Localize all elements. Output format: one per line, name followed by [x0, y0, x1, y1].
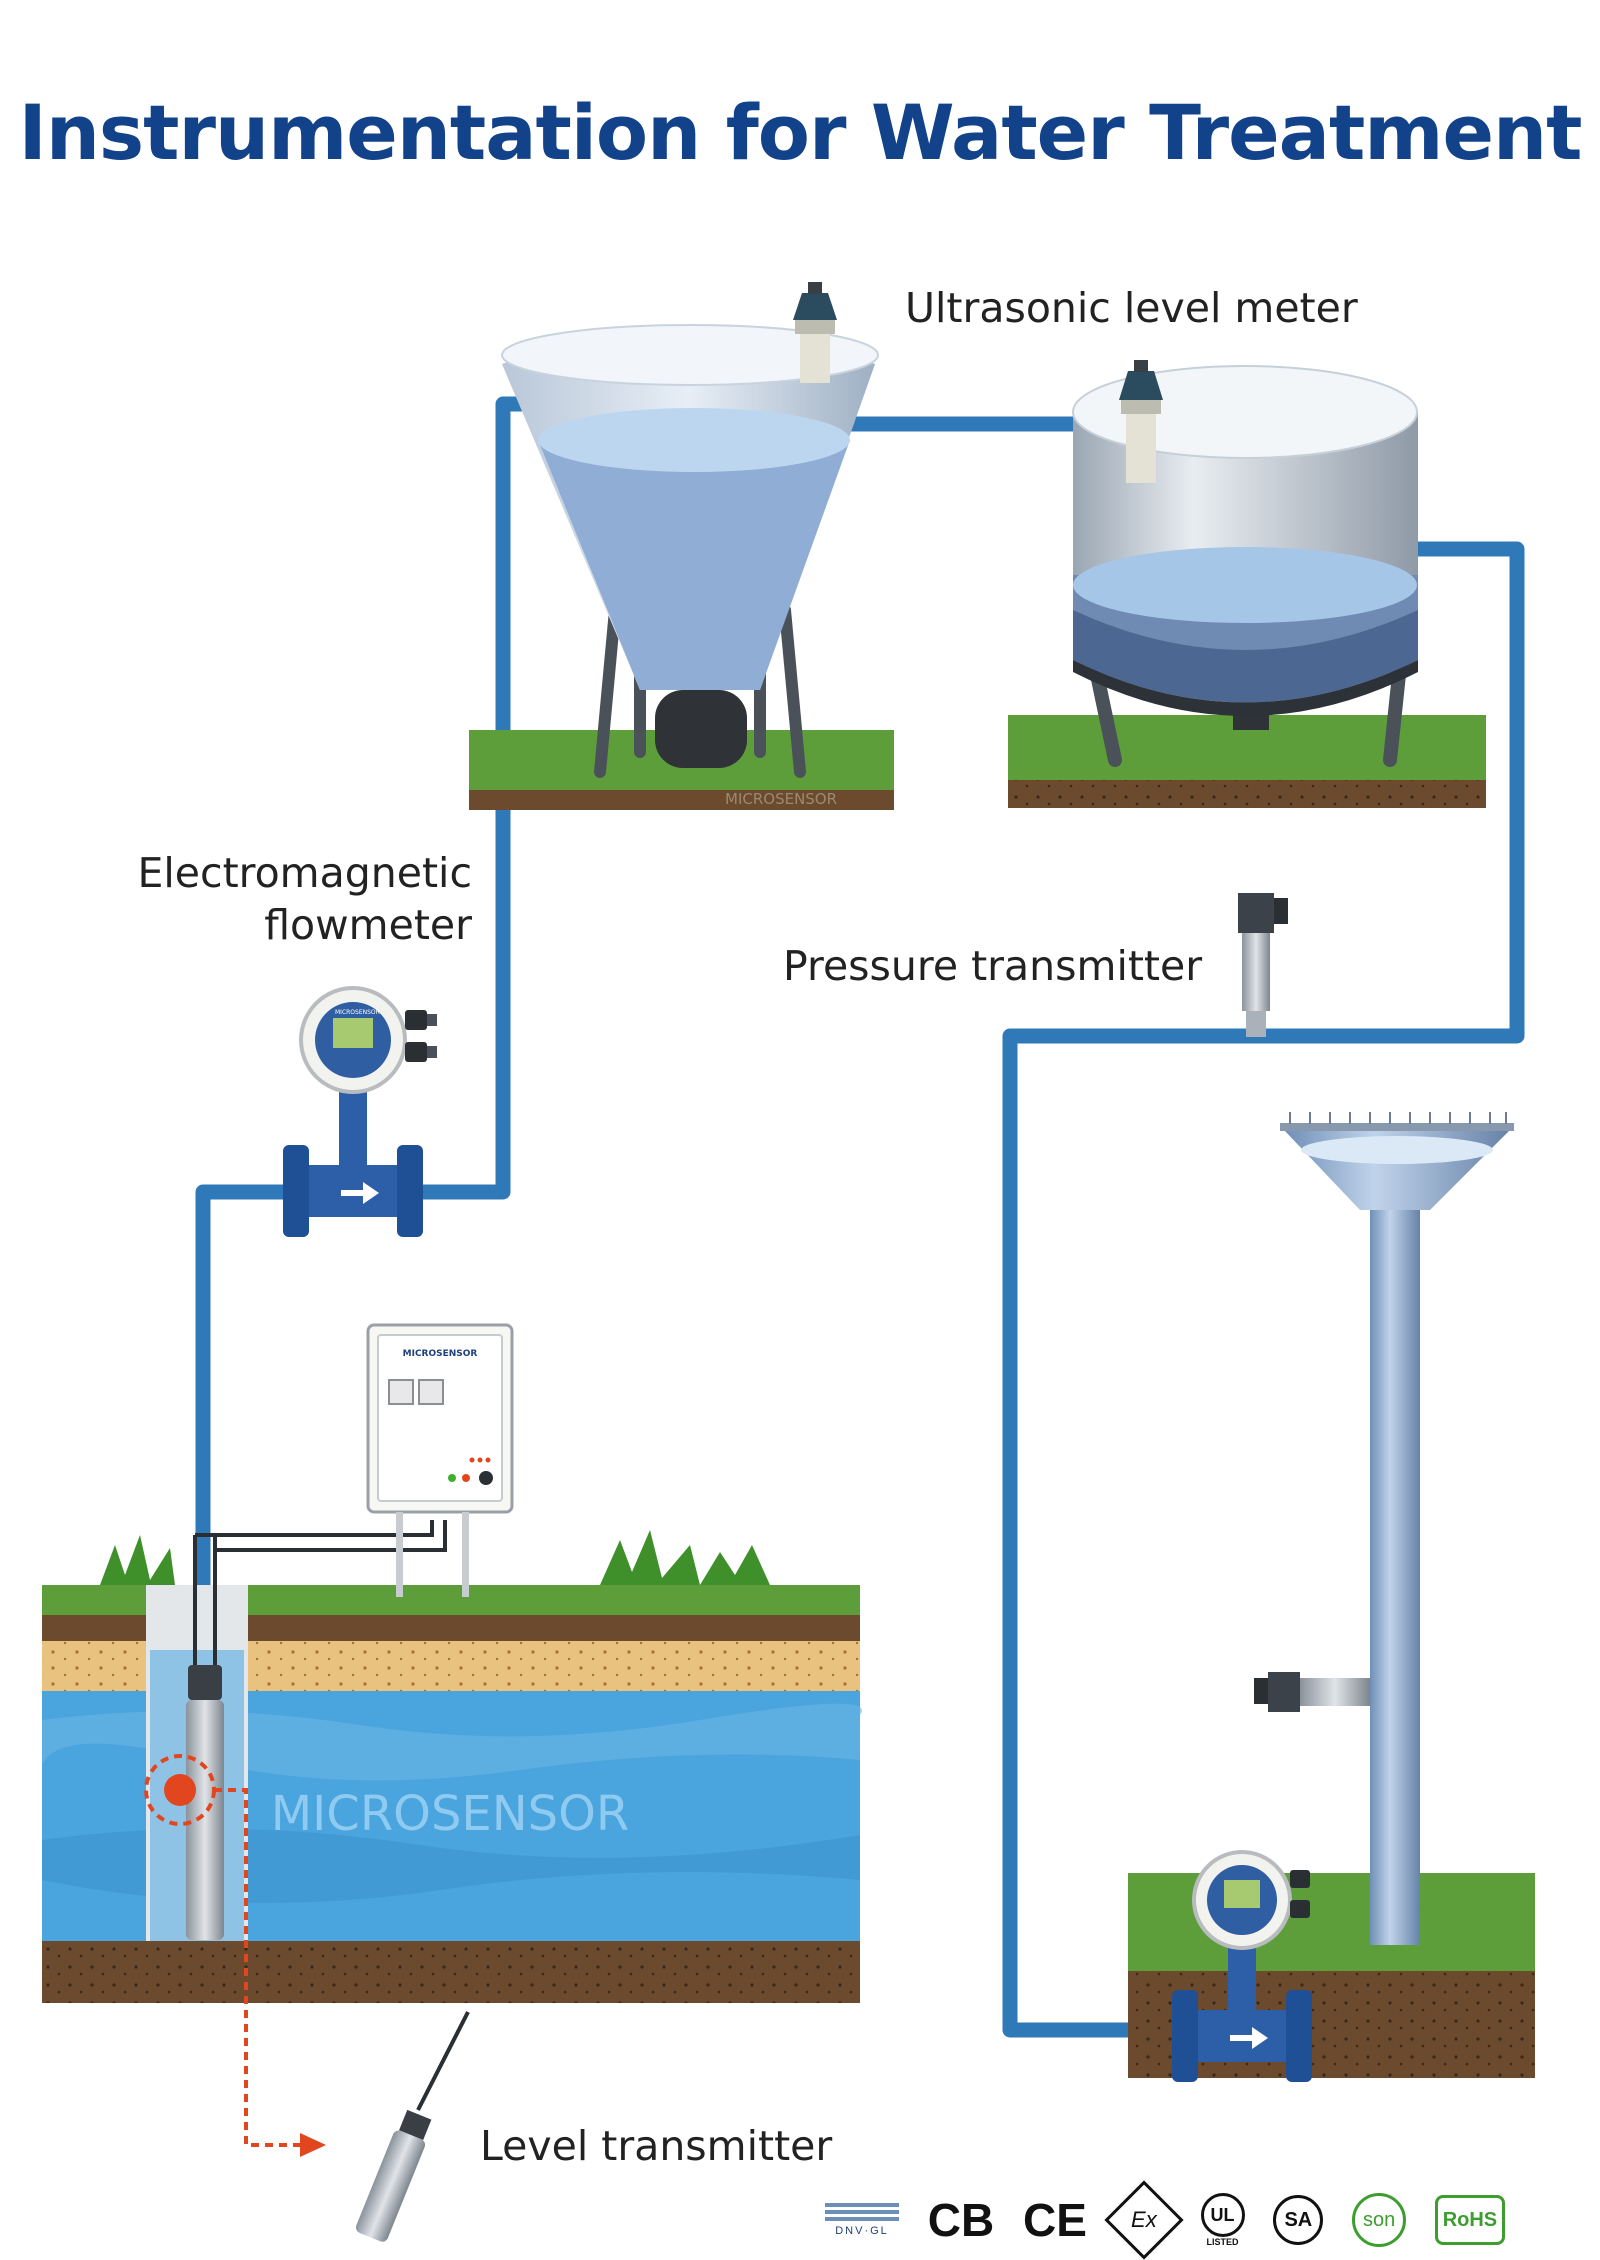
ultrasonic-sensor-icon	[1119, 360, 1163, 483]
ground-grass	[1128, 1873, 1535, 1971]
pressure-transmitter-label: Pressure transmitter	[783, 942, 1203, 990]
ul-listed-logo: UL LISTED	[1200, 2193, 1245, 2247]
page-title: Instrumentation for Water Treatment	[18, 88, 1583, 177]
certification-strip: DNV·GL CB CE Ex UL LISTED SA son RoHS	[825, 2180, 1505, 2260]
svg-text:MICROSENSOR: MICROSENSOR	[335, 1009, 380, 1016]
pressure-transmitter-icon	[1238, 893, 1288, 1037]
ultrasonic-level-meter-label: Ultrasonic level meter	[905, 284, 1358, 332]
cb-logo: CB	[927, 2194, 995, 2246]
atex-ex-logo: Ex	[1104, 2180, 1184, 2260]
ultrasonic-sensor-icon	[793, 282, 837, 383]
son-logo: son	[1352, 2193, 1407, 2247]
level-transmitter-icon	[355, 2011, 470, 2242]
svg-text:MICROSENSOR: MICROSENSOR	[403, 1349, 478, 1359]
ce-logo: CE	[1023, 2194, 1087, 2246]
dnv-gl-logo: DNV·GL	[825, 2203, 899, 2237]
groundwater-well: MICROSENSOR	[42, 1520, 862, 2157]
ground-soil	[469, 790, 894, 810]
pressure-transmitter-icon	[1254, 1672, 1370, 1712]
electromagnetic-label-line2: flowmeter	[264, 901, 472, 949]
electromagnetic-flowmeter-label: Electromagnetic flowmeter	[120, 847, 473, 951]
level-transmitter-label: Level transmitter	[480, 2122, 833, 2170]
filter-column	[1128, 1112, 1535, 2082]
pipe-well-to-cone	[195, 396, 545, 1590]
indicator-marker	[144, 1754, 326, 2157]
water-watermark: MICROSENSOR	[271, 1786, 630, 1842]
cone-clarifier: MICROSENSOR	[469, 282, 894, 810]
electromagnetic-flowmeter-icon: MICROSENSOR	[283, 986, 437, 1237]
csa-logo: SA	[1273, 2195, 1324, 2245]
electromagnetic-flowmeter-icon	[1172, 1850, 1312, 2082]
ground-watermark: MICROSENSOR	[725, 790, 837, 808]
electromagnetic-label-line1: Electromagnetic	[137, 849, 473, 897]
rohs-logo: RoHS	[1434, 2195, 1505, 2245]
submersible-level-probe	[186, 1665, 224, 1940]
storage-tank	[1008, 360, 1486, 808]
control-panel-icon: MICROSENSOR	[366, 1323, 514, 1597]
